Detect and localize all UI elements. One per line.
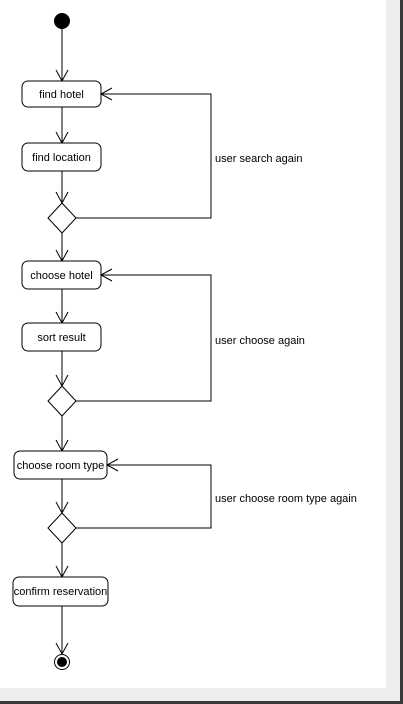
action-choose-room-type-label: choose room type [17,460,104,472]
loop-search-again-label: user search again [215,153,302,165]
action-choose-hotel-label: choose hotel [30,270,92,282]
loop-room-type-again [76,458,212,529]
window-border-bottom [0,701,403,704]
action-confirm-reservation-label: confirm reservation [14,586,108,598]
loop-choose-again-label: user choose again [215,335,305,347]
flow-confirm-reservation-to-final [55,606,69,656]
diagram-canvas: find hotel find location choose hotel so… [12,13,357,670]
flow-sort-result-to-decision-2 [55,351,69,388]
action-confirm-reservation [12,576,109,607]
flow-decision-1-to-choose-hotel [55,233,69,263]
scrollbar-horizontal-track[interactable] [0,688,386,704]
initial-node [54,13,70,29]
flow-find-location-to-decision-1 [55,171,69,205]
scrollbar-vertical-track[interactable] [386,0,403,704]
flow-initial-to-find-hotel [55,28,69,83]
decision-node-choose [47,385,77,417]
decision-node-search [47,202,77,234]
action-sort-result-label: sort result [37,332,85,344]
action-find-hotel-label: find hotel [39,89,84,101]
flow-decision-2-to-choose-room-type [55,416,69,453]
loop-room-type-again-label: user choose room type again [215,493,357,505]
action-find-location-label: find location [32,152,91,164]
loop-choose-again [76,268,212,402]
decision-node-room-type [47,512,77,544]
flow-decision-3-to-confirm-reservation [55,543,69,579]
flow-choose-room-type-to-decision-3 [55,479,69,515]
loop-search-again [76,87,212,219]
window-border-right [400,0,403,704]
flow-choose-hotel-to-sort-result [55,289,69,325]
final-node [54,654,70,670]
activity-diagram: find hotel find location choose hotel so… [12,13,357,670]
flow-find-hotel-to-find-location [55,107,69,145]
